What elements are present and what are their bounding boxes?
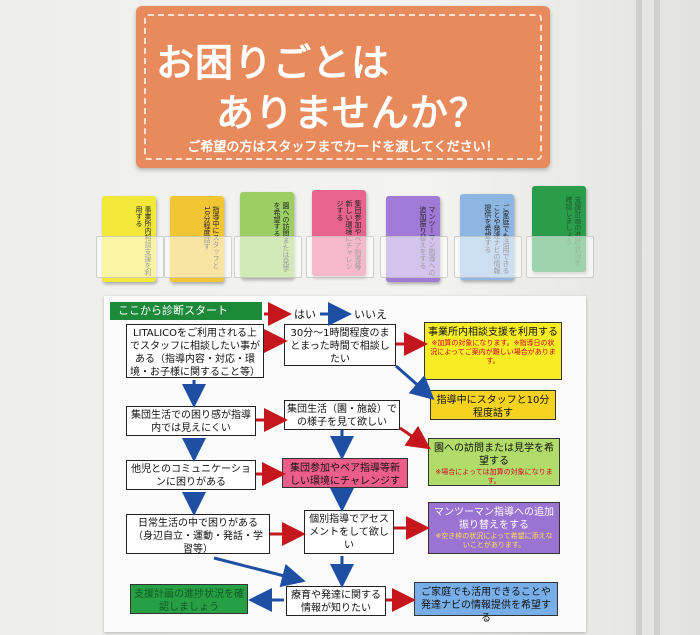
card-pocket: [454, 236, 522, 278]
question-box-4: 集団生活（園・施設）での様子を見て欲しい: [284, 400, 400, 430]
card-pocket: [306, 236, 374, 278]
flowchart-poster: ここから診断スタート はい いいえ LITALICOをご利用される上でスタッフに…: [104, 296, 586, 632]
question-box-7: 個別指導でアセスメントをして欲しい: [304, 510, 394, 554]
result-box-6: ご家庭でも活用できることや発達ナビの情報提供を希望する: [414, 582, 558, 624]
question-box-2: 30分～1時間程度のまとまった時間で相談したい: [284, 324, 396, 366]
flow-arrows: [182, 302, 435, 612]
banner-sign: お困りごとは ありませんか？ ご希望の方はスタッフまでカードを渡してください！: [136, 6, 550, 168]
banner-title-line1: お困りごとは: [156, 41, 391, 85]
card-pocket: [96, 236, 164, 278]
result-label: 園への訪問または見学を希望する: [434, 443, 554, 467]
arrow: [399, 425, 431, 450]
card-pocket: [380, 236, 448, 278]
yes-label: はい: [294, 308, 316, 321]
result-note: ※場合によっては加算の対象になります。: [435, 468, 553, 485]
result-box-1: 事業所内相談支援を利用する ※加算の対象になります。※指導日の状況によってご案内…: [424, 322, 562, 380]
result-label: マンツーマン指導への追加振り替えをする: [434, 507, 554, 531]
arrow: [213, 556, 306, 588]
card-label: 集団参加やペア指導等新しい環境にチャレンジする: [336, 200, 362, 270]
result-note: ※加算の対象になります。※指導日の状況によってご案内が難しい場合があります。: [430, 339, 556, 365]
no-label: いいえ: [354, 308, 387, 321]
result-box-7: 支援計画の進捗状況を確認しましょう: [130, 584, 248, 614]
question-box-1: LITALICOをご利用される上でスタッフに相談したい事がある（指導内容・対応・…: [126, 324, 264, 378]
card-pocket: [234, 236, 302, 278]
card-label: 支援計画の進捗状況を確認しましょう: [565, 196, 582, 266]
result-box-2: 指導中にスタッフと10分程度話す: [430, 390, 556, 420]
banner-note: ご希望の方はスタッフまでカードを渡してください！: [187, 140, 499, 155]
result-box-3: 園への訪問または見学を希望する ※場合によっては加算の対象になります。: [428, 438, 560, 486]
banner-title-line2: ありませんか？: [216, 91, 488, 135]
question-box-3: 集団生活での困り感が指導内では見えにくい: [126, 406, 256, 436]
result-label: 事業所内相談支援を利用する: [428, 327, 558, 338]
arrow: [395, 364, 435, 400]
board-edge: [636, 0, 642, 635]
card-pocket: [164, 236, 232, 278]
start-label: ここから診断スタート: [110, 302, 262, 320]
card-pocket: [526, 236, 594, 278]
result-note: ※空き枠の状況によって希望に添えないことがあります。: [435, 532, 553, 549]
board-edge: [654, 0, 660, 635]
